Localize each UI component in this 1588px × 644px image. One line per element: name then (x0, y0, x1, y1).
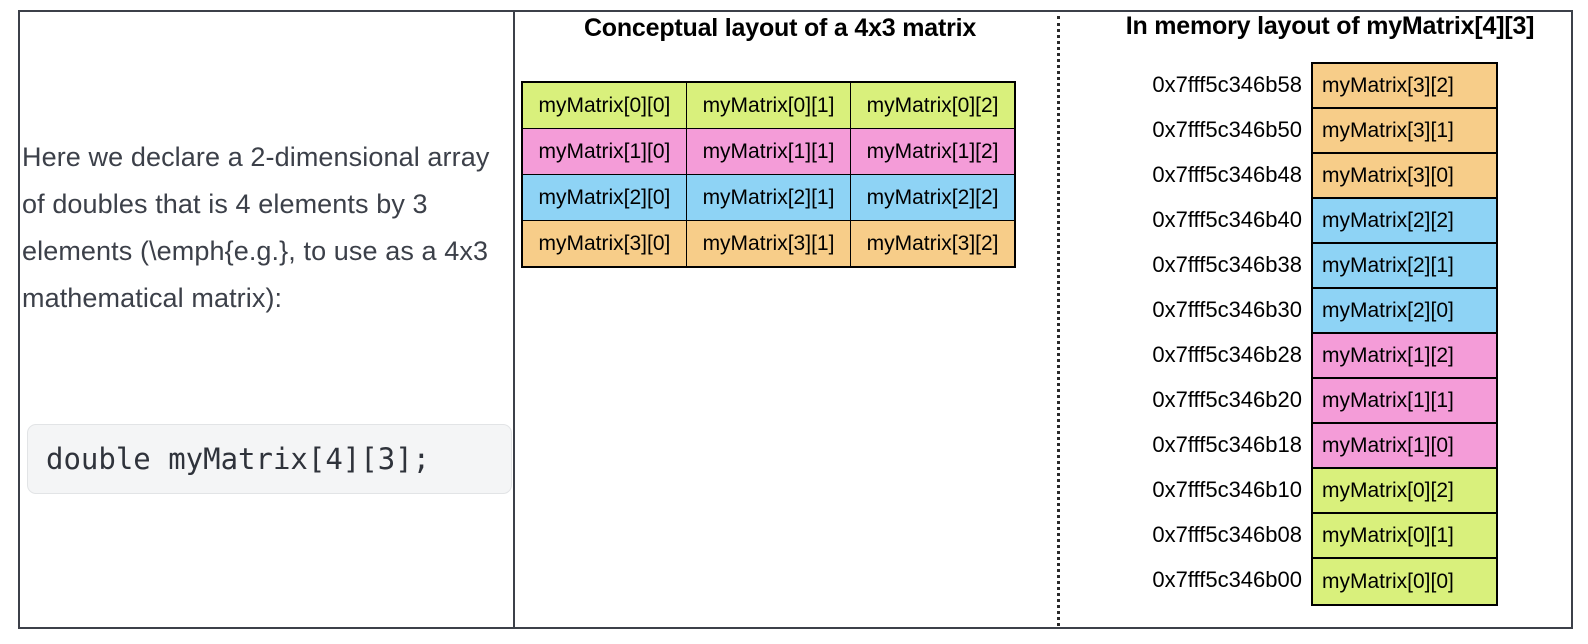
matrix-cell: myMatrix[0][1] (685, 81, 852, 129)
matrix-cell: myMatrix[2][1] (685, 174, 852, 221)
matrix-row: myMatrix[3][0]myMatrix[3][1]myMatrix[3][… (521, 220, 1016, 268)
memory-cell: myMatrix[1][2] (1313, 334, 1496, 379)
memory-address: 0x7fff5c346b58 (1152, 71, 1302, 97)
narrative-column: Here we declare a 2-dimensional array of… (22, 134, 508, 322)
conceptual-matrix-table: myMatrix[0][0]myMatrix[0][1]myMatrix[0][… (521, 81, 1016, 268)
memory-cell: myMatrix[2][1] (1313, 244, 1496, 289)
memory-address: 0x7fff5c346b08 (1152, 521, 1302, 547)
memory-address: 0x7fff5c346b38 (1152, 251, 1302, 277)
code-block: double myMatrix[4][3]; (27, 424, 512, 494)
matrix-row: myMatrix[0][0]myMatrix[0][1]myMatrix[0][… (521, 81, 1016, 129)
matrix-cell: myMatrix[1][2] (850, 128, 1016, 175)
matrix-cell: myMatrix[3][0] (521, 220, 687, 268)
memory-cell: myMatrix[1][0] (1313, 424, 1496, 469)
memory-cell: myMatrix[0][2] (1313, 469, 1496, 514)
memory-address: 0x7fff5c346b30 (1152, 296, 1302, 322)
matrix-cell: myMatrix[0][2] (850, 81, 1016, 129)
memory-cell: myMatrix[2][2] (1313, 199, 1496, 244)
memory-address: 0x7fff5c346b18 (1152, 431, 1302, 457)
matrix-cell: myMatrix[3][2] (850, 220, 1016, 268)
column-divider (513, 10, 515, 629)
memory-cell: myMatrix[3][2] (1313, 64, 1496, 109)
memory-panel: In memory layout of myMatrix[4][3] (1086, 12, 1574, 41)
matrix-cell: myMatrix[2][2] (850, 174, 1016, 221)
memory-address: 0x7fff5c346b48 (1152, 161, 1302, 187)
memory-address: 0x7fff5c346b50 (1152, 116, 1302, 142)
memory-stack: myMatrix[3][2]myMatrix[3][1]myMatrix[3][… (1311, 62, 1498, 606)
conceptual-heading: Conceptual layout of a 4x3 matrix (583, 14, 977, 42)
matrix-cell: myMatrix[1][0] (521, 128, 687, 175)
memory-cell: myMatrix[2][0] (1313, 289, 1496, 334)
memory-cell: myMatrix[0][1] (1313, 514, 1496, 559)
matrix-cell: myMatrix[2][0] (521, 174, 687, 221)
memory-heading: In memory layout of myMatrix[4][3] (1125, 12, 1535, 40)
memory-cell: myMatrix[3][0] (1313, 154, 1496, 199)
memory-address: 0x7fff5c346b20 (1152, 386, 1302, 412)
code-declaration: double myMatrix[4][3]; (46, 442, 431, 476)
memory-cell: myMatrix[0][0] (1313, 559, 1496, 604)
narrative-paragraph: Here we declare a 2-dimensional array of… (22, 142, 490, 313)
matrix-row: myMatrix[2][0]myMatrix[2][1]myMatrix[2][… (521, 174, 1016, 221)
memory-address: 0x7fff5c346b10 (1152, 476, 1302, 502)
memory-address: 0x7fff5c346b40 (1152, 206, 1302, 232)
memory-address: 0x7fff5c346b00 (1152, 566, 1302, 592)
matrix-row: myMatrix[1][0]myMatrix[1][1]myMatrix[1][… (521, 128, 1016, 175)
matrix-cell: myMatrix[0][0] (521, 81, 687, 129)
memory-address-list: 0x7fff5c346b58 0x7fff5c346b50 0x7fff5c346b… (1030, 62, 1302, 602)
dotted-panel-divider (1057, 16, 1060, 626)
matrix-cell: myMatrix[3][1] (685, 220, 852, 268)
memory-cell: myMatrix[1][1] (1313, 379, 1496, 424)
memory-cell: myMatrix[3][1] (1313, 109, 1496, 154)
matrix-cell: myMatrix[1][1] (685, 128, 852, 175)
conceptual-panel: Conceptual layout of a 4x3 matrix (520, 14, 1040, 43)
memory-address: 0x7fff5c346b28 (1152, 341, 1302, 367)
